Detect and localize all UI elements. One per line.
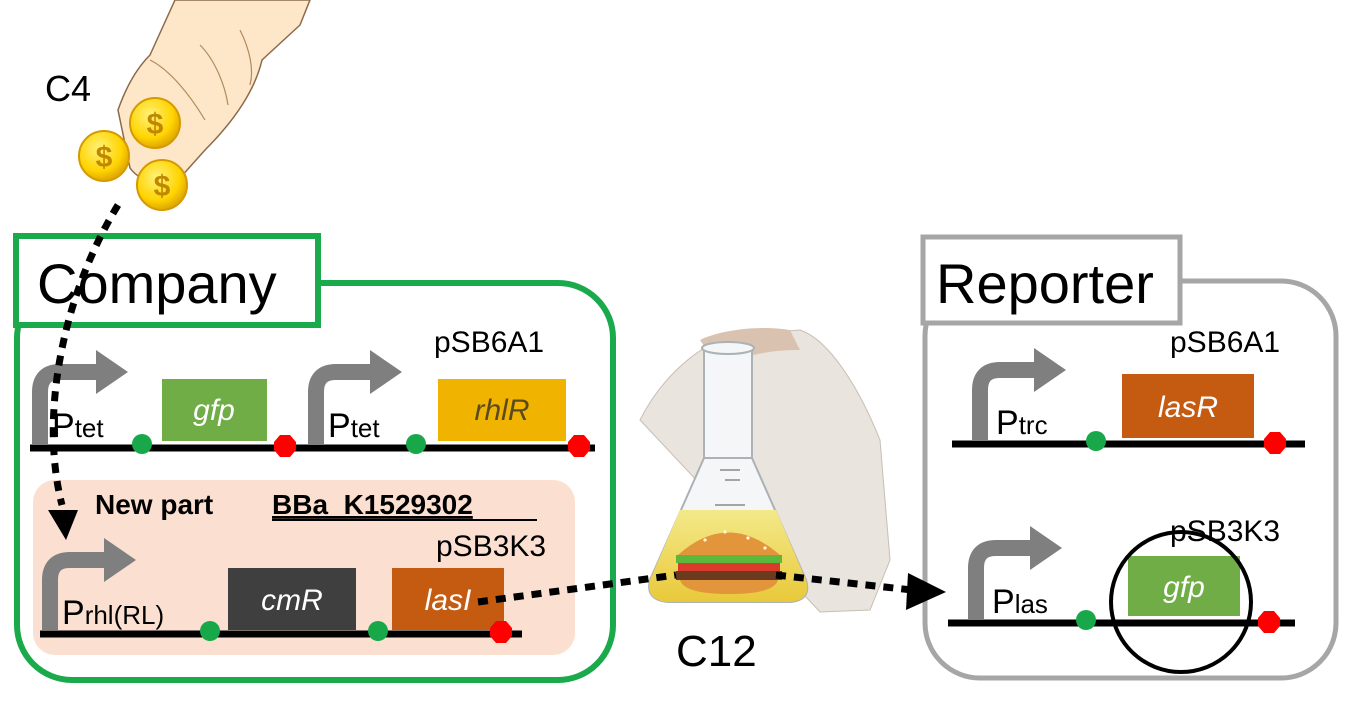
gene-lasI-label: lasI	[425, 584, 472, 617]
reporter-promoter2: Plas	[992, 583, 1048, 621]
gene-gfp-reporter-label: gfp	[1163, 571, 1205, 604]
rbs-icon	[200, 621, 220, 641]
coin-symbol: $	[154, 170, 171, 203]
company-plasmid-bottom: pSB3K3	[436, 530, 546, 563]
gene-cmR-label: cmR	[261, 584, 323, 617]
c12-label: C12	[676, 627, 757, 676]
c12-signal-arrow	[477, 571, 946, 610]
terminator-icon	[490, 621, 512, 643]
gene-cmR	[228, 568, 356, 630]
company-title-box	[13, 233, 321, 328]
gene-lasR	[1122, 374, 1254, 438]
coin-icon: $	[136, 159, 188, 211]
rbs-icon	[132, 434, 152, 454]
terminator-icon	[1258, 611, 1280, 633]
rbs-icon	[368, 621, 388, 641]
rbs-icon	[1086, 431, 1106, 451]
promoter-arrow-icon	[972, 348, 1066, 440]
coin-symbol: $	[96, 141, 113, 174]
company-promoter1: Ptet	[52, 407, 104, 445]
terminator-icon	[568, 435, 590, 457]
gene-rhlR	[438, 379, 566, 441]
highlight-circle	[1109, 530, 1253, 674]
gene-gfp-reporter	[1128, 556, 1240, 616]
reporter-title: Reporter	[936, 252, 1154, 315]
new-part-id: BBa_K1529302	[272, 489, 473, 520]
promoter-arrow-icon	[968, 526, 1062, 619]
gene-gfp-label: gfp	[193, 394, 235, 427]
gene-gfp	[162, 379, 267, 441]
hand-illustration	[117, 0, 311, 185]
new-part-label: New part	[95, 489, 213, 520]
coin-icon: $	[78, 130, 130, 182]
terminator-icon	[274, 435, 296, 457]
rbs-icon	[1076, 610, 1096, 630]
company-promoter3: Prhl(RL)	[62, 594, 164, 632]
reporter-title-box	[920, 234, 1183, 326]
reporter-promoter1: Ptrc	[996, 404, 1048, 442]
promoter-arrow-icon	[42, 538, 136, 630]
c4-label: C4	[45, 68, 91, 109]
burger-icon	[676, 530, 782, 594]
terminator-icon	[1264, 432, 1286, 454]
gene-rhlR-label: rhlR	[474, 394, 529, 427]
company-promoter2: Ptet	[328, 407, 380, 445]
promoter-arrow-icon	[308, 350, 402, 444]
gene-lasR-label: lasR	[1158, 391, 1218, 424]
coin-symbol: $	[147, 108, 164, 141]
company-plasmid-top: pSB6A1	[434, 326, 544, 359]
c4-signal-arrow	[48, 203, 121, 540]
promoter-arrow-icon	[32, 350, 128, 444]
rbs-icon	[406, 434, 426, 454]
coin-icon: $	[129, 97, 181, 149]
reporter-plasmid-top: pSB6A1	[1170, 326, 1280, 359]
